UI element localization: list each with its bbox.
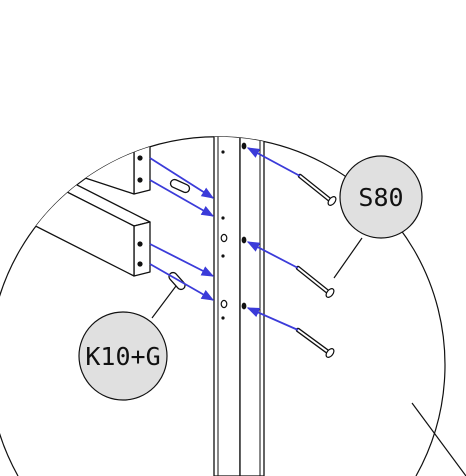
dowel-top <box>169 111 191 126</box>
dowel-label-callout: K10+G <box>78 311 168 401</box>
screw-part-label: S80 <box>358 183 403 212</box>
rail-arrows <box>149 157 215 301</box>
screw-arrows <box>246 147 301 331</box>
rail-top <box>0 42 150 114</box>
screw-bottom <box>295 327 335 358</box>
dowel-bottom <box>168 271 186 291</box>
screw-middle <box>295 265 335 298</box>
screw-top <box>297 173 337 206</box>
dowel-middle <box>169 178 191 194</box>
dowel-part-label: K10+G <box>85 342 160 371</box>
leader-dowel <box>151 285 177 319</box>
screw-label-callout: S80 <box>339 155 423 239</box>
leader-screw <box>333 237 363 279</box>
vertical-post <box>213 136 265 476</box>
rail-middle <box>0 136 151 195</box>
